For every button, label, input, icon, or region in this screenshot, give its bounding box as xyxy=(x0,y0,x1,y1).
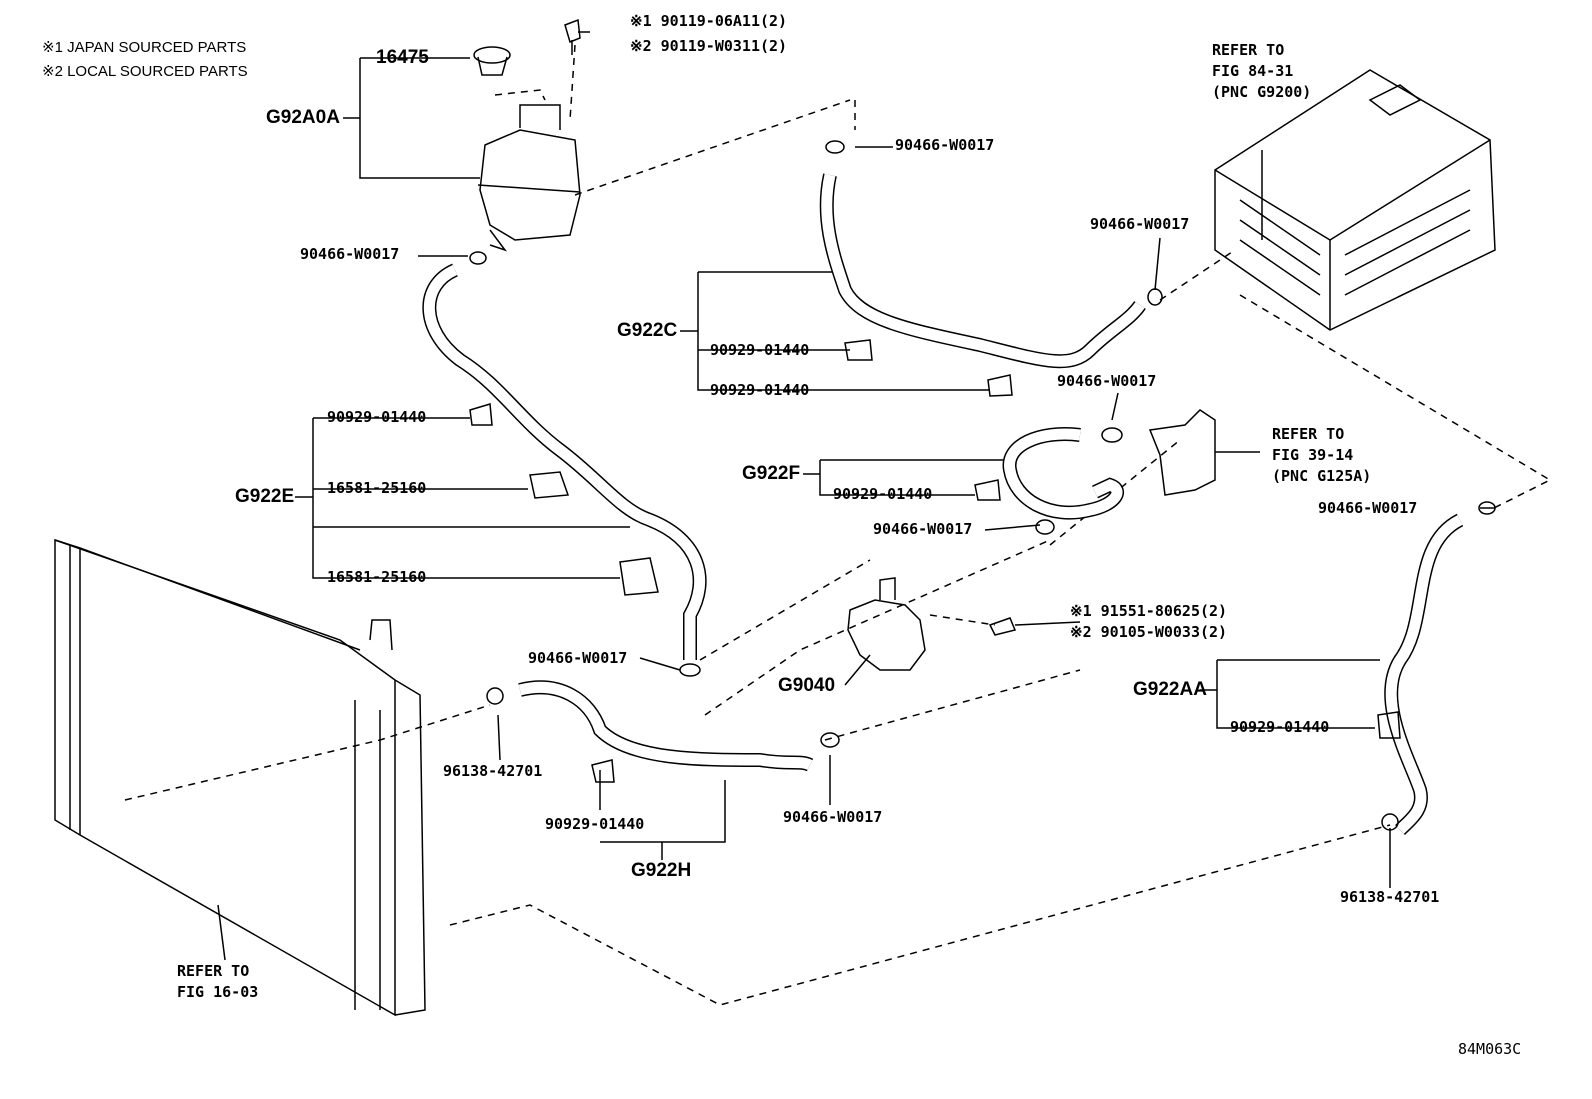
part-label-clamp-top[interactable]: 90466-W0017 xyxy=(895,136,995,154)
part-label-clamp-right[interactable]: 90466-W0017 xyxy=(1318,499,1418,517)
part-label-clip-e[interactable]: 90929-01440 xyxy=(327,408,427,426)
part-label-clip-c1[interactable]: 90929-01440 xyxy=(710,341,810,359)
group-label-g922c[interactable]: G922C xyxy=(617,320,678,341)
part-label-clamp-inverter[interactable]: 90466-W0017 xyxy=(1090,215,1190,233)
group-label-g922e[interactable]: G922E xyxy=(235,486,295,507)
note-japan-sourced: ※1 JAPAN SOURCED PARTS xyxy=(42,39,247,56)
group-label-g92a0a[interactable]: G92A0A xyxy=(266,107,340,128)
group-label-g922f[interactable]: G922F xyxy=(742,463,801,484)
group-label-g922h[interactable]: G922H xyxy=(631,860,692,881)
ref-radiator[interactable]: REFER TO FIG 16-03 xyxy=(177,962,259,1001)
part-label-clamp-mid[interactable]: 90466-W0017 xyxy=(1057,372,1157,390)
part-label-bolt-local[interactable]: ※2 90119-W0311(2) xyxy=(630,37,788,55)
group-label-g922aa[interactable]: G922AA xyxy=(1133,679,1207,700)
part-label-clip-f[interactable]: 90929-01440 xyxy=(833,485,933,503)
group-label-g9040[interactable]: G9040 xyxy=(778,675,836,696)
part-label-clip-aa[interactable]: 90929-01440 xyxy=(1230,718,1330,736)
ref-cooler[interactable]: REFER TO FIG 39-14 (PNC G125A) xyxy=(1272,425,1372,485)
part-label-pump-bolt-jp[interactable]: ※1 91551-80625(2) xyxy=(1070,602,1228,620)
part-label-clip-h[interactable]: 90929-01440 xyxy=(545,815,645,833)
part-label-pump-bolt-local[interactable]: ※2 90105-W0033(2) xyxy=(1070,623,1228,641)
ref-inverter[interactable]: REFER TO FIG 84-31 (PNC G9200) xyxy=(1212,41,1312,101)
part-label-clamp-pump[interactable]: 90466-W0017 xyxy=(873,520,973,538)
figure-code: 84M063C xyxy=(1458,1040,1522,1058)
part-label-clip-c2[interactable]: 90929-01440 xyxy=(710,381,810,399)
part-label-clip-aa-lower[interactable]: 96138-42701 xyxy=(1340,888,1440,906)
part-label-cap[interactable]: 16475 xyxy=(376,47,429,68)
note-local-sourced: ※2 LOCAL SOURCED PARTS xyxy=(42,63,248,80)
part-label-clamp-e2[interactable]: 16581-25160 xyxy=(327,568,427,586)
part-label-clamp-lower-left[interactable]: 90466-W0017 xyxy=(528,649,628,667)
part-label-clamp-tank[interactable]: 90466-W0017 xyxy=(300,245,400,263)
part-label-clip-rad[interactable]: 96138-42701 xyxy=(443,762,543,780)
part-label-clamp-e1[interactable]: 16581-25160 xyxy=(327,479,427,497)
part-label-clamp-bottom[interactable]: 90466-W0017 xyxy=(783,808,883,826)
part-label-bolt-jp[interactable]: ※1 90119-06A11(2) xyxy=(630,12,788,30)
